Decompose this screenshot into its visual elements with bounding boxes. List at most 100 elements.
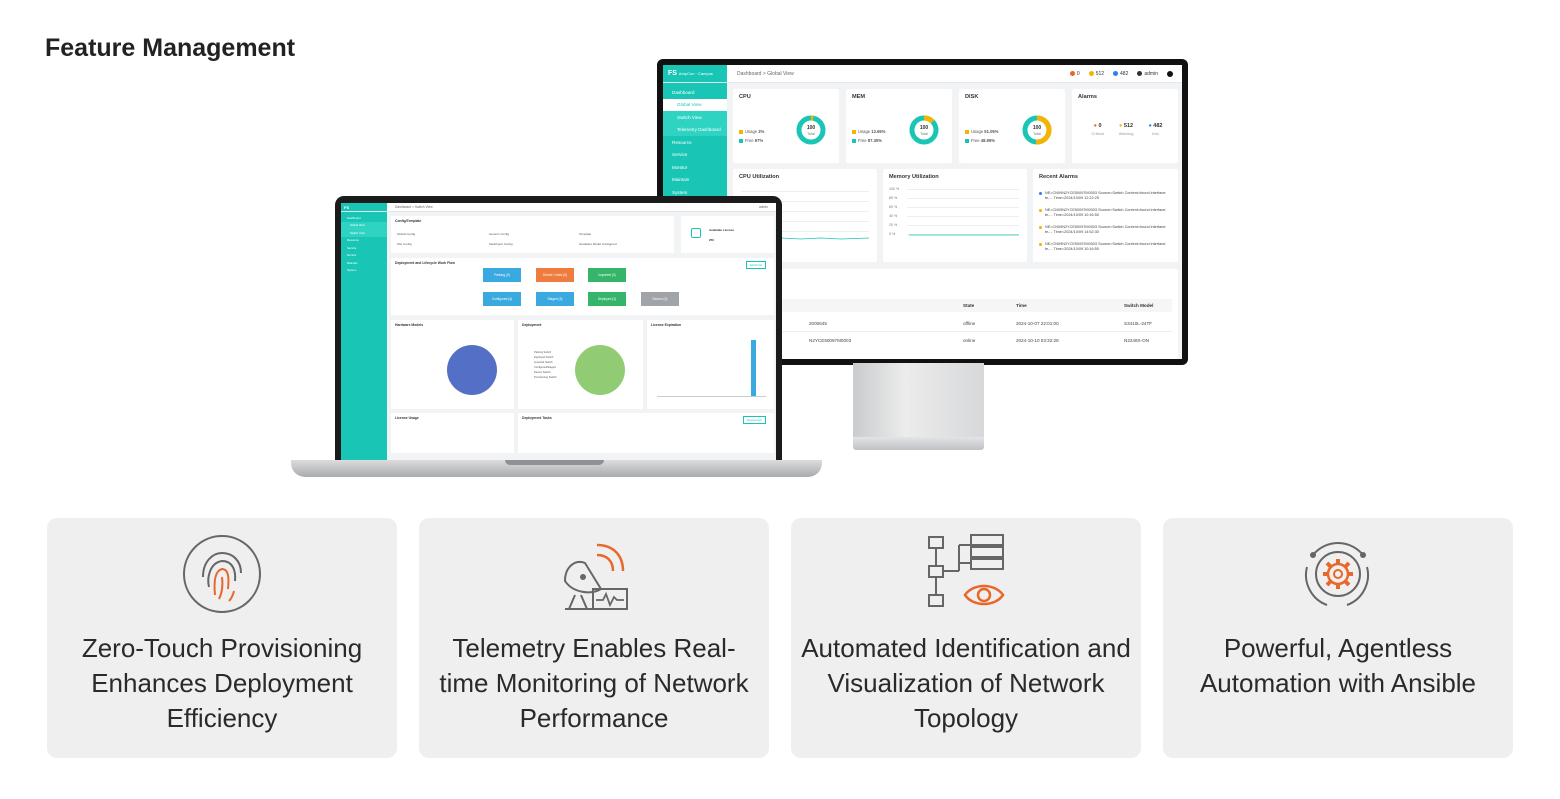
license-usage-card: License Usage — [391, 413, 514, 453]
license-title: Available License — [709, 228, 735, 232]
sidebar-item-switch-view[interactable]: Switch View — [341, 229, 387, 237]
workflow-deployed[interactable]: Deployed (1) — [588, 292, 626, 306]
mem-card: MEM Usage 12.65% Free 87.35% 100 Total — [846, 89, 952, 163]
sidebar-item-service[interactable]: Service — [347, 245, 357, 250]
recent-alarms-card: Recent Alarms NE=CN09N2YCE50097M0003 Sou… — [1033, 169, 1178, 262]
deployment-title: Deployment — [522, 323, 542, 327]
workflow-imported[interactable]: Imported (0) — [588, 268, 626, 282]
sidebar-item-resource[interactable]: Resource — [672, 139, 692, 145]
workflow-decom[interactable]: Decom (0) — [641, 292, 679, 306]
laptop-sidebar: Dashboard Global View Switch View Resour… — [341, 212, 387, 460]
workflow-title: Deployment and Lifecycle Work Flow — [395, 261, 455, 265]
sidebar-item-monitor[interactable]: Monitor — [347, 253, 357, 258]
feature-card-ztp: Zero-Touch Provisioning Enhances Deploym… — [47, 518, 397, 758]
recent-alarm-item[interactable]: NE=CN09N2YCE50097M0003 Source=Switch Con… — [1039, 191, 1168, 201]
cpu-donut: 100 Total — [796, 115, 826, 145]
hardware-title: Hardware Models — [395, 323, 424, 327]
sidebar-item-global-view[interactable]: Global View — [663, 98, 727, 111]
memory-gridline — [907, 234, 1019, 235]
fingerprint-icon — [183, 535, 261, 613]
cell-time: 2024-10-07 22:01:00 — [1016, 321, 1059, 326]
license-expiration-title: License Expiration — [651, 323, 682, 327]
svg-text:100: 100 — [1033, 125, 1042, 131]
sidebar-item-maintain[interactable]: Maintain — [347, 260, 358, 265]
sidebar-item-service[interactable]: Service — [672, 152, 688, 158]
recent-alarm-item[interactable]: NE=CN09N2YCE50097M0003 Source=Switch Con… — [1039, 225, 1168, 235]
monitor-main: CPU Usage 3% Free 97% 100 Total MEM — [733, 89, 1178, 359]
topology-eye-icon — [928, 534, 1005, 607]
license-value: 250 — [709, 238, 715, 242]
cell-time: 2024-10-10 03:32:28 — [1016, 338, 1059, 343]
sidebar-item-resource[interactable]: Resource — [347, 238, 359, 243]
config-row: Switchport Config — [489, 242, 513, 246]
config-row: Template — [579, 232, 592, 236]
disk-card: DISK Usage 51.05% Free 48.95% 100 Total — [959, 89, 1065, 163]
laptop-user[interactable]: admin — [759, 205, 768, 209]
switch-list-button[interactable]: Switch list — [745, 261, 766, 269]
deployment-button[interactable]: Deployment — [743, 416, 766, 424]
memory-gridline — [907, 189, 1019, 190]
monitor-logo[interactable]: FS AmpCon · Campus — [663, 65, 727, 82]
recent-alarm-item[interactable]: NE=CN09N2YCE50097M0003 Source=Switch Con… — [1039, 242, 1168, 252]
workflow-device-roles[interactable]: Device / roles (0) — [536, 268, 574, 282]
workflow-parking[interactable]: Parking (0) — [483, 268, 521, 282]
sidebar-item-switch-view[interactable]: Switch View — [663, 111, 727, 124]
feature-card-topology: Automated Identification and Visualizati… — [791, 518, 1141, 758]
disk-title: DISK — [965, 94, 979, 100]
license-icon — [691, 228, 701, 238]
critical-count[interactable]: 0 — [1069, 71, 1080, 77]
sidebar-item-dashboard[interactable]: Dashboard — [347, 215, 361, 220]
sidebar-item-telemetry-dashboard[interactable]: Telemetry Dashboard — [663, 123, 727, 136]
feature-text: Automated Identification and Visualizati… — [801, 633, 1131, 733]
sidebar-item-system[interactable]: System — [672, 189, 688, 195]
sidebar-item-monitor[interactable]: Monitor — [672, 164, 688, 170]
monitor-stand-base — [853, 437, 984, 450]
col-time[interactable]: Time — [1016, 303, 1027, 308]
workflow-staged[interactable]: Staged (3) — [536, 292, 574, 306]
laptop-topbar: FS Dashboard > Switch View admin — [341, 203, 776, 212]
col-switch-model[interactable]: Switch Model — [1124, 303, 1154, 308]
memory-utilization-card: Memory Utilization 100 %80 %60 %40 %20 %… — [883, 169, 1027, 262]
user-menu[interactable]: admin — [1137, 71, 1158, 77]
config-title: Config/Template — [395, 219, 422, 223]
sidebar-item-maintain[interactable]: Maintain — [672, 177, 690, 183]
mem-title: MEM — [852, 94, 866, 100]
config-row: Site Config — [397, 242, 412, 246]
svg-text:Total: Total — [920, 132, 928, 136]
sidebar-item-system[interactable]: System — [347, 268, 357, 273]
cpu-title: CPU — [739, 94, 751, 100]
deployment-tasks-card: Deployment Tasks Deployment — [518, 413, 774, 453]
memory-gridline — [907, 207, 1019, 208]
breadcrumb: Dashboard > Global View — [737, 70, 794, 77]
help-icon[interactable] — [1167, 70, 1173, 77]
info-count[interactable]: 482 — [1113, 71, 1128, 77]
deployment-pie — [575, 345, 625, 395]
fire-icon — [1069, 71, 1075, 76]
memory-tick-label: 40 % — [889, 214, 898, 218]
warning-count[interactable]: 512 — [1088, 71, 1104, 77]
col-state[interactable]: State — [963, 303, 975, 308]
monitor-device: FS AmpCon · Campus Dashboard > Global Vi… — [657, 59, 1188, 365]
mem-donut: 100 Total — [909, 115, 939, 145]
laptop-breadcrumb: Dashboard > Switch View — [395, 205, 433, 209]
config-template-card: Config/Template Global Config Generic Co… — [391, 216, 674, 253]
config-row: Hardware Model Configured — [579, 242, 617, 246]
license-expiration-card: License Expiration — [647, 320, 774, 409]
memory-utilization-title: Memory Utilization — [889, 174, 939, 180]
workflow-configured[interactable]: Configured (4) — [483, 292, 521, 306]
sidebar-item-dashboard[interactable]: Dashboard — [672, 89, 695, 95]
recent-alarm-item[interactable]: NE=CN09N2YCE50097M0003 Source=Switch Con… — [1039, 208, 1168, 218]
sidebar-item-global-view[interactable]: Global View — [341, 221, 387, 229]
laptop-logo[interactable]: FS — [341, 203, 387, 211]
memory-gridline — [907, 225, 1019, 226]
memory-tick-label: 80 % — [889, 196, 898, 200]
feature-card-telemetry: Telemetry Enables Real-time Monitoring o… — [419, 518, 769, 758]
table-header — [733, 299, 1172, 312]
feature-text: Powerful, Agentless Automation with Ansi… — [1199, 633, 1477, 698]
